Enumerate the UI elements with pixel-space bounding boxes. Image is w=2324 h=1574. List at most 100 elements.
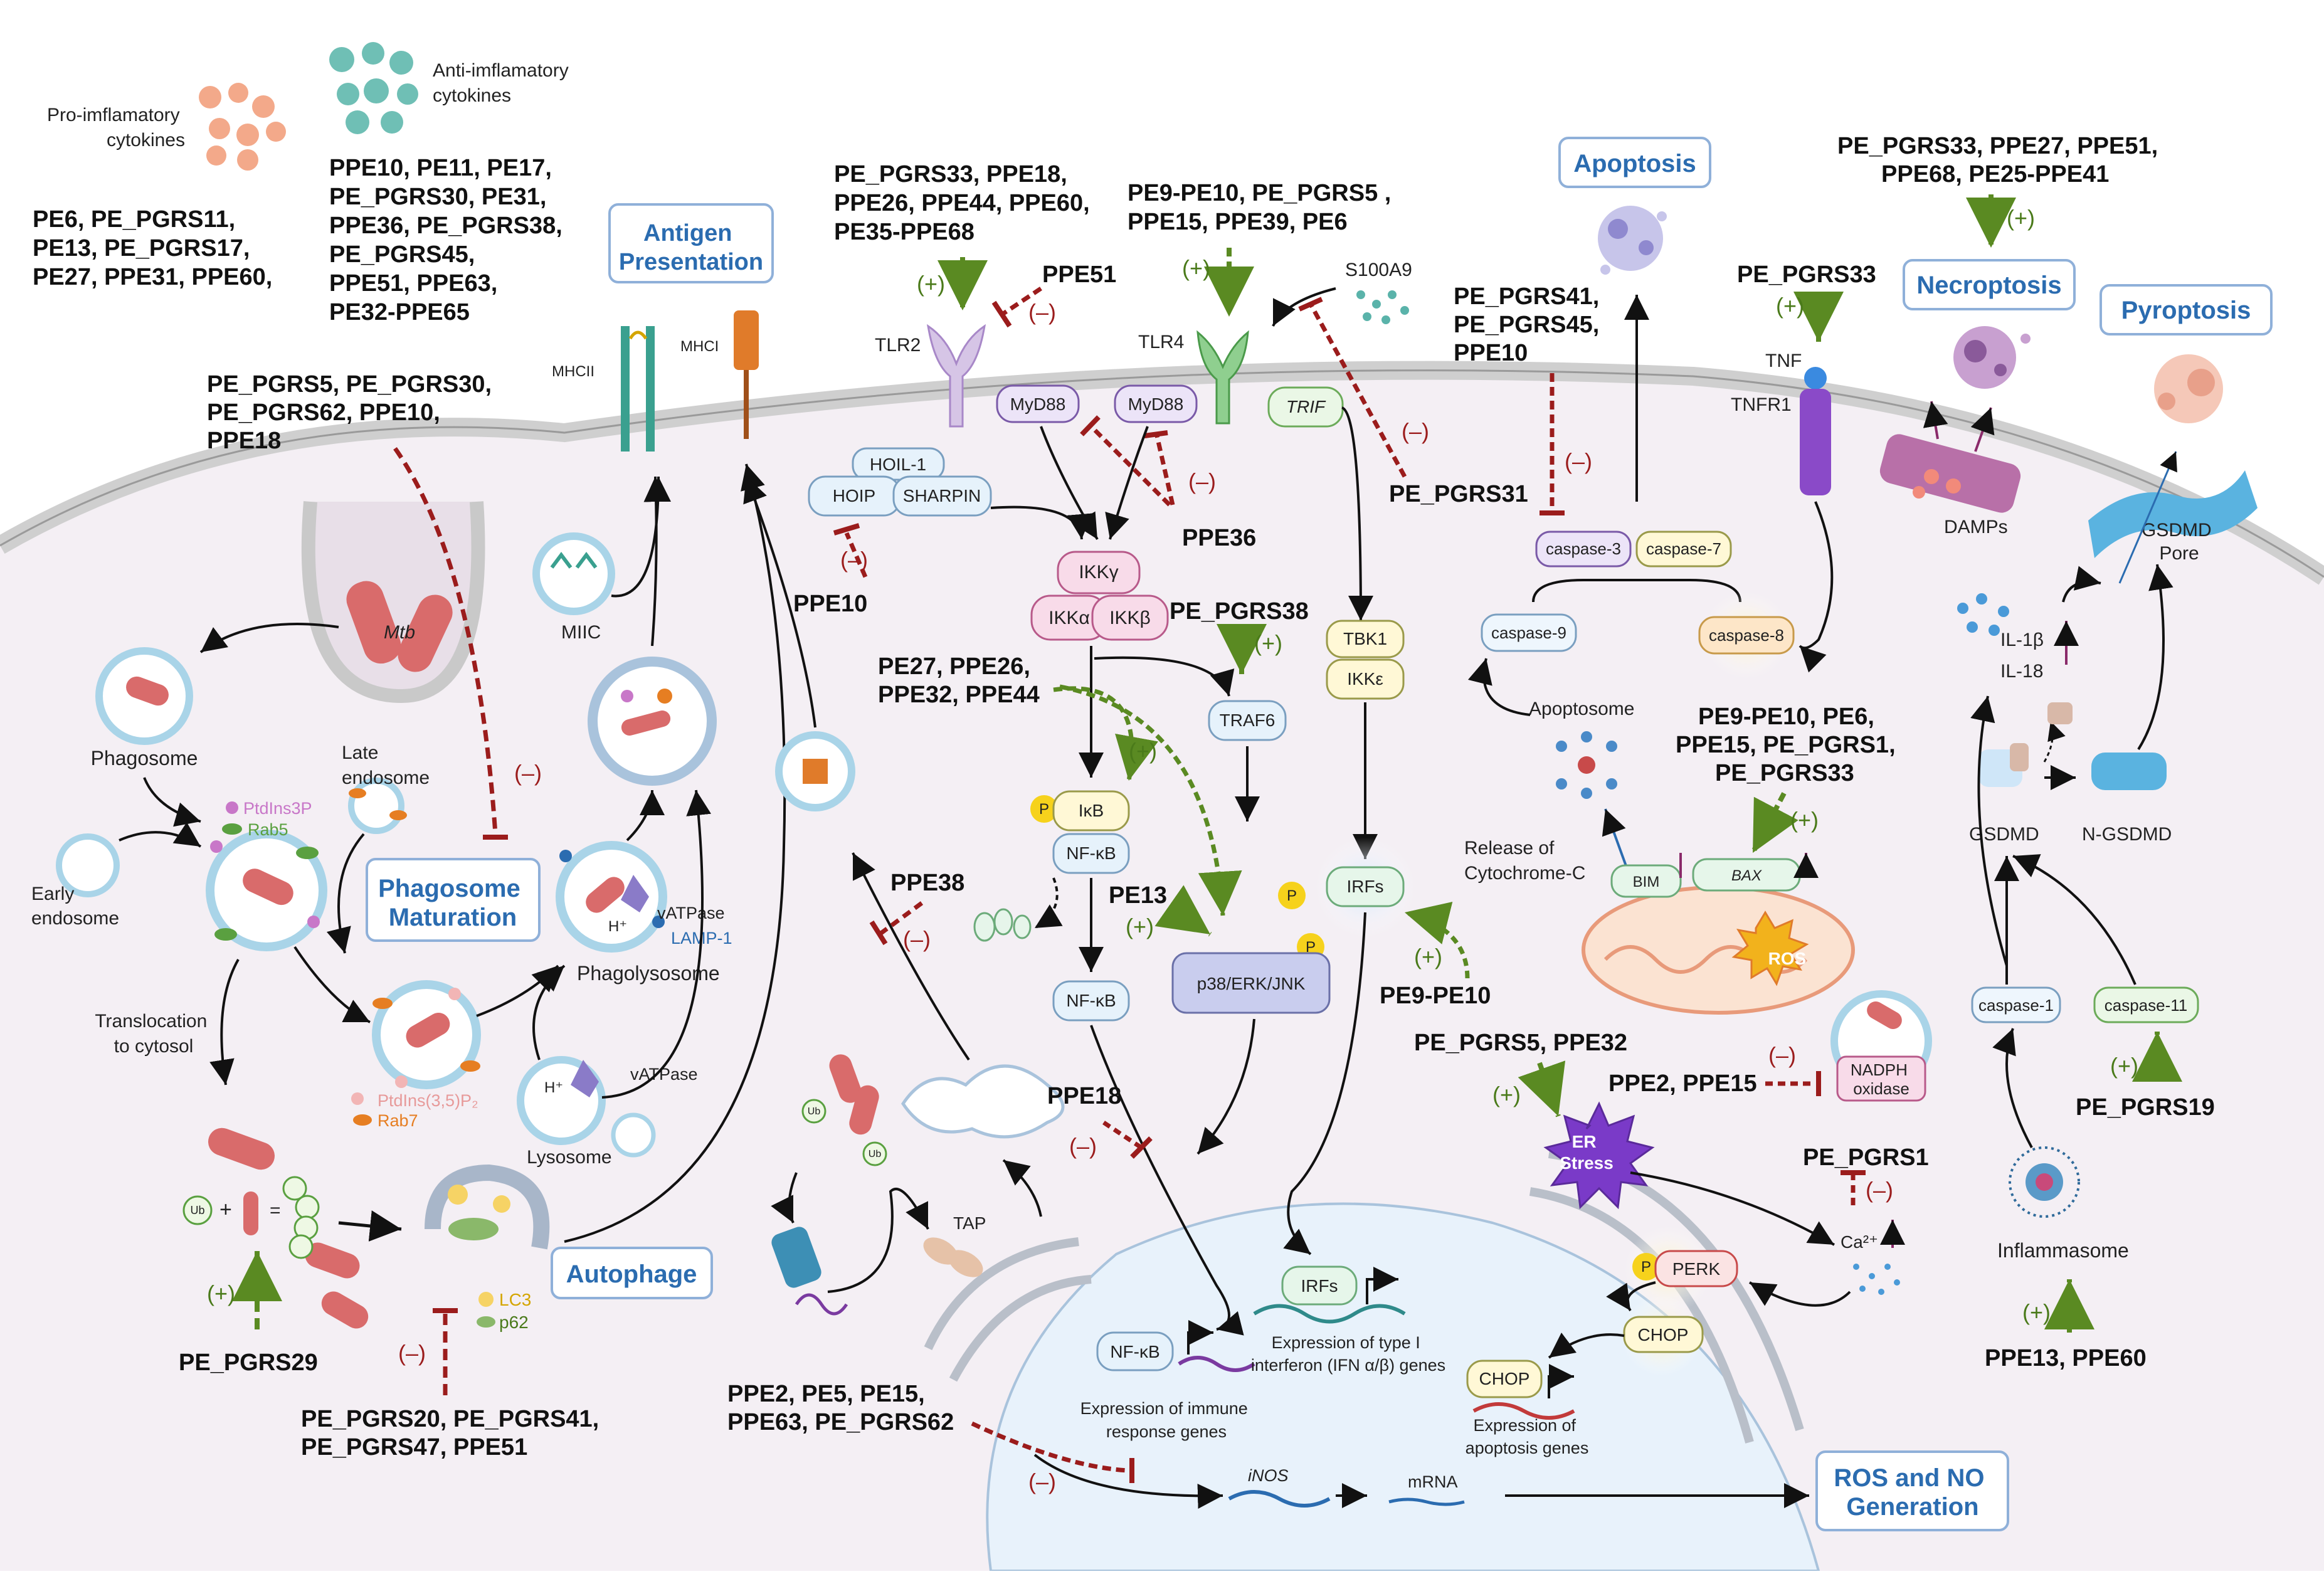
svg-text:BIM: BIM xyxy=(1633,874,1660,890)
inos-label: iNOS xyxy=(1248,1466,1289,1485)
apoptosome-label: Apoptosome xyxy=(1529,699,1634,719)
svg-text:IKKα: IKKα xyxy=(1048,608,1090,628)
svg-text:=: = xyxy=(270,1200,281,1221)
gsdmd-cleaved-fragment-icon xyxy=(2047,702,2073,724)
tlr2-plus-sign: (+) xyxy=(917,271,945,297)
svg-text:TRIF: TRIF xyxy=(1286,397,1326,416)
er-plus-sign: (+) xyxy=(1492,1082,1521,1107)
trif-node: TRIF xyxy=(1267,386,1344,428)
lc3-label: LC3 xyxy=(499,1290,531,1309)
pe-pgrs31-label: PE_PGRS31 xyxy=(1389,481,1528,507)
er-stress-burst-icon xyxy=(1543,1101,1655,1210)
irfs-nuclear-node: IRFs xyxy=(1281,1265,1358,1306)
lc3-inhibitor-list: PE_PGRS20, PE_PGRS41, PE_PGRS47, PPE51 xyxy=(301,1406,606,1460)
mtb-label: Mtb xyxy=(384,622,415,643)
svg-text:SHARPIN: SHARPIN xyxy=(903,486,981,505)
svg-text:CHOP: CHOP xyxy=(1638,1325,1689,1344)
pgrs5-group-label: PE_PGRS5, PE_PGRS30, PE_PGRS62, PPE10, P… xyxy=(207,371,499,454)
svg-text:NF-κB: NF-κB xyxy=(1110,1342,1159,1361)
tbk1-ikke-node: TBK1 IKKε xyxy=(1326,620,1405,700)
pe-pgrs29-label: PE_PGRS29 xyxy=(179,1350,318,1376)
tnfr1-label: TNFR1 xyxy=(1731,394,1792,415)
svg-text:P: P xyxy=(1641,1259,1651,1276)
ubiquitinated-protein-icon xyxy=(801,1054,887,1166)
late-phagosome-icon xyxy=(372,980,481,1089)
svg-text:caspase-3: caspase-3 xyxy=(1546,539,1621,558)
pgrs5-minus-sign: (–) xyxy=(514,760,542,786)
er-stress-activator-label: PE_PGRS5, PPE32 xyxy=(1414,1030,1627,1056)
perk-node: P PERK xyxy=(1632,1250,1738,1287)
casp11-plus-sign: (+) xyxy=(2110,1053,2138,1079)
traf6-node: TRAF6 xyxy=(1208,700,1287,741)
necroptosis-activator-list: PE_PGRS33, PPE27, PPE51, PPE68, PE25-PPE… xyxy=(1837,133,2165,188)
calcium-ions-icon xyxy=(1853,1264,1900,1295)
pgrs31-minus-sign: (–) xyxy=(1402,418,1429,444)
svg-text:caspase-9: caspase-9 xyxy=(1491,623,1566,642)
mrna-label: mRNA xyxy=(1408,1472,1458,1491)
ikb-nfkb-complex: P IκB NF-κB xyxy=(1030,790,1130,874)
il18-label: IL-18 xyxy=(2000,661,2043,682)
svg-text:HOIL-1: HOIL-1 xyxy=(870,455,926,474)
inflammasome-activator-label: PPE13, PPE60 xyxy=(1985,1345,2147,1371)
svg-text:caspase-1: caspase-1 xyxy=(1978,996,2054,1015)
n-gsdmd-label: N-GSDMD xyxy=(2082,824,2172,845)
svg-text:PERK: PERK xyxy=(1672,1259,1721,1279)
ub-label-a: Ub xyxy=(808,1106,821,1117)
ikk-complex: IKKγ IKKα IKKβ xyxy=(1030,551,1169,641)
early-phagosome-icon xyxy=(206,830,327,951)
ppe38-minus-sign: (–) xyxy=(903,926,931,952)
golgi-icon xyxy=(901,1064,1065,1139)
inos-inhibitor-list: PPE2, PE5, PE15, PPE63, PE_PGRS62 xyxy=(727,1381,954,1435)
phagolysosome-icon xyxy=(556,841,667,953)
lubac-complex: HOIL-1 HOIP SHARPIN xyxy=(808,447,992,517)
mtb-vesicle-icon xyxy=(775,731,855,811)
caspase-11-node: caspase-11 xyxy=(2093,986,2199,1023)
inos-minus-sign: (–) xyxy=(1028,1469,1056,1494)
ptdins35p2-label: PtdIns(3,5)P₂ xyxy=(378,1091,478,1110)
p38-activator-list: PE27, PPE26, PPE32, PPE44 xyxy=(878,653,1040,708)
proteasome-fragments-icon xyxy=(973,908,1032,942)
tlr4-plus-sign: (+) xyxy=(1182,255,1210,281)
pro-inflammatory-cytokines-icon xyxy=(199,83,286,171)
necrosome-pore-icon xyxy=(1879,434,2021,513)
caspase-inhibitor-list: PE_PGRS41, PE_PGRS45, PPE10 xyxy=(1454,283,1606,366)
calcium-label: Ca²⁺ xyxy=(1841,1232,1878,1252)
tnf-activator-label: PE_PGRS33 xyxy=(1737,261,1876,288)
cytochrome-c-label: Release of Cytochrome-C xyxy=(1464,838,1585,884)
inflam-plus-sign: (+) xyxy=(2022,1299,2051,1325)
tnf-plus-sign: (+) xyxy=(1776,293,1804,319)
bax-node: BAX xyxy=(1692,858,1801,892)
svg-text:MyD88: MyD88 xyxy=(1128,394,1184,414)
pro-cytokine-pe-list: PE6, PE_PGRS11, PE13, PE_PGRS17, PE27, P… xyxy=(33,206,272,290)
ppe51-minus-sign: (–) xyxy=(1028,299,1056,325)
proteasome-icon xyxy=(771,1227,848,1316)
antigen-presentation-box: Antigen Presentation xyxy=(608,203,774,283)
inos-dna-icon xyxy=(1228,1490,1331,1508)
ptdins3p-label: PtdIns3P xyxy=(243,799,312,818)
mtb-bacteria-icon xyxy=(346,581,453,672)
pro-cytokines-label: Pro-imflamatory cytokines xyxy=(47,105,185,151)
necro-plus-sign: (+) xyxy=(2007,205,2035,231)
caspase-7-node: caspase-7 xyxy=(1635,531,1732,568)
pe9-pe10-irf-label: PE9-PE10 xyxy=(1380,983,1491,1009)
lc3-minus-sign: (–) xyxy=(398,1340,426,1366)
il1b-label: IL-1β xyxy=(2000,630,2044,650)
svg-text:ROS and NO Generation: ROS and NO Generation xyxy=(1834,1464,1991,1521)
tap-label: TAP xyxy=(953,1213,986,1233)
pgrs38-plus-sign: (+) xyxy=(1254,630,1282,656)
anti-cytokines-label: Anti-imflamatory cytokines xyxy=(433,60,574,106)
nfkb-nuclear-node: NF-κB xyxy=(1096,1331,1174,1371)
pe-pgrs19-label: PE_PGRS19 xyxy=(2076,1094,2215,1121)
chop-nuclear-node: CHOP xyxy=(1466,1360,1543,1398)
svg-text:IRFs: IRFs xyxy=(1346,877,1383,896)
n-gsdmd-icon xyxy=(2091,753,2167,790)
myd88-left: MyD88 xyxy=(996,384,1080,423)
svg-text:Ub: Ub xyxy=(190,1204,204,1217)
svg-text:TRAF6: TRAF6 xyxy=(1220,710,1276,730)
ubiquitinated-mtb-icon xyxy=(282,1176,369,1329)
ros-label: ROS xyxy=(1768,949,1807,968)
phagosome-label: Phagosome xyxy=(91,747,198,769)
tlr2-receptor-icon xyxy=(926,324,986,428)
il-cytokines-icon xyxy=(1957,593,2009,636)
svg-text:Antigen Presentation: Antigen Presentation xyxy=(619,220,763,275)
